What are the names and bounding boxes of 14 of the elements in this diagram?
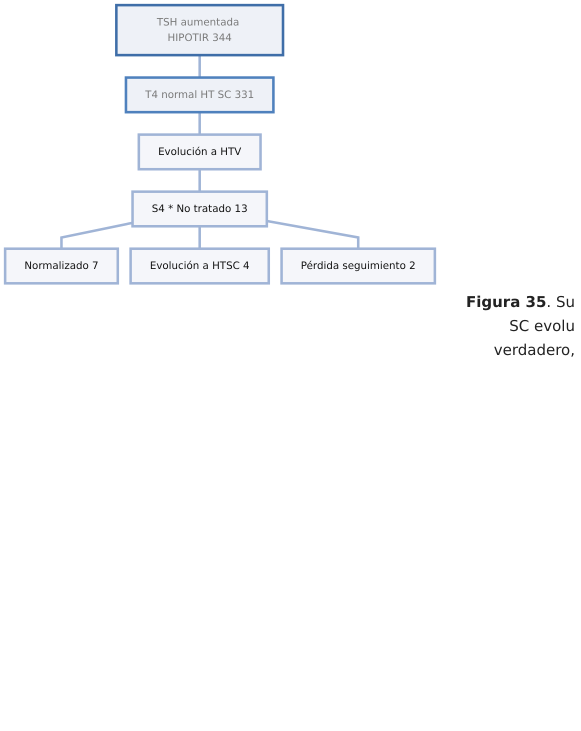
figure-caption: Figura 35. Su SC evolu verdadero, [465, 292, 575, 361]
connector [198, 169, 201, 192]
connector [198, 112, 201, 135]
node-box: Normalizado 7 [4, 247, 120, 285]
connector [198, 55, 201, 78]
node-box: Pérdida seguimiento 2 [280, 247, 436, 285]
node-box: S4 * No tratado 13 [131, 190, 268, 228]
node-box: Evolución a HTSC 4 [129, 247, 270, 285]
connector [266, 220, 360, 249]
connector [198, 226, 201, 249]
node-box: T4 normal HT SC 331 [124, 76, 275, 114]
connector [60, 222, 133, 249]
node-box: Evolución a HTV [138, 133, 262, 170]
node-box: TSH aumentada HIPOTIR 344 [115, 4, 284, 56]
